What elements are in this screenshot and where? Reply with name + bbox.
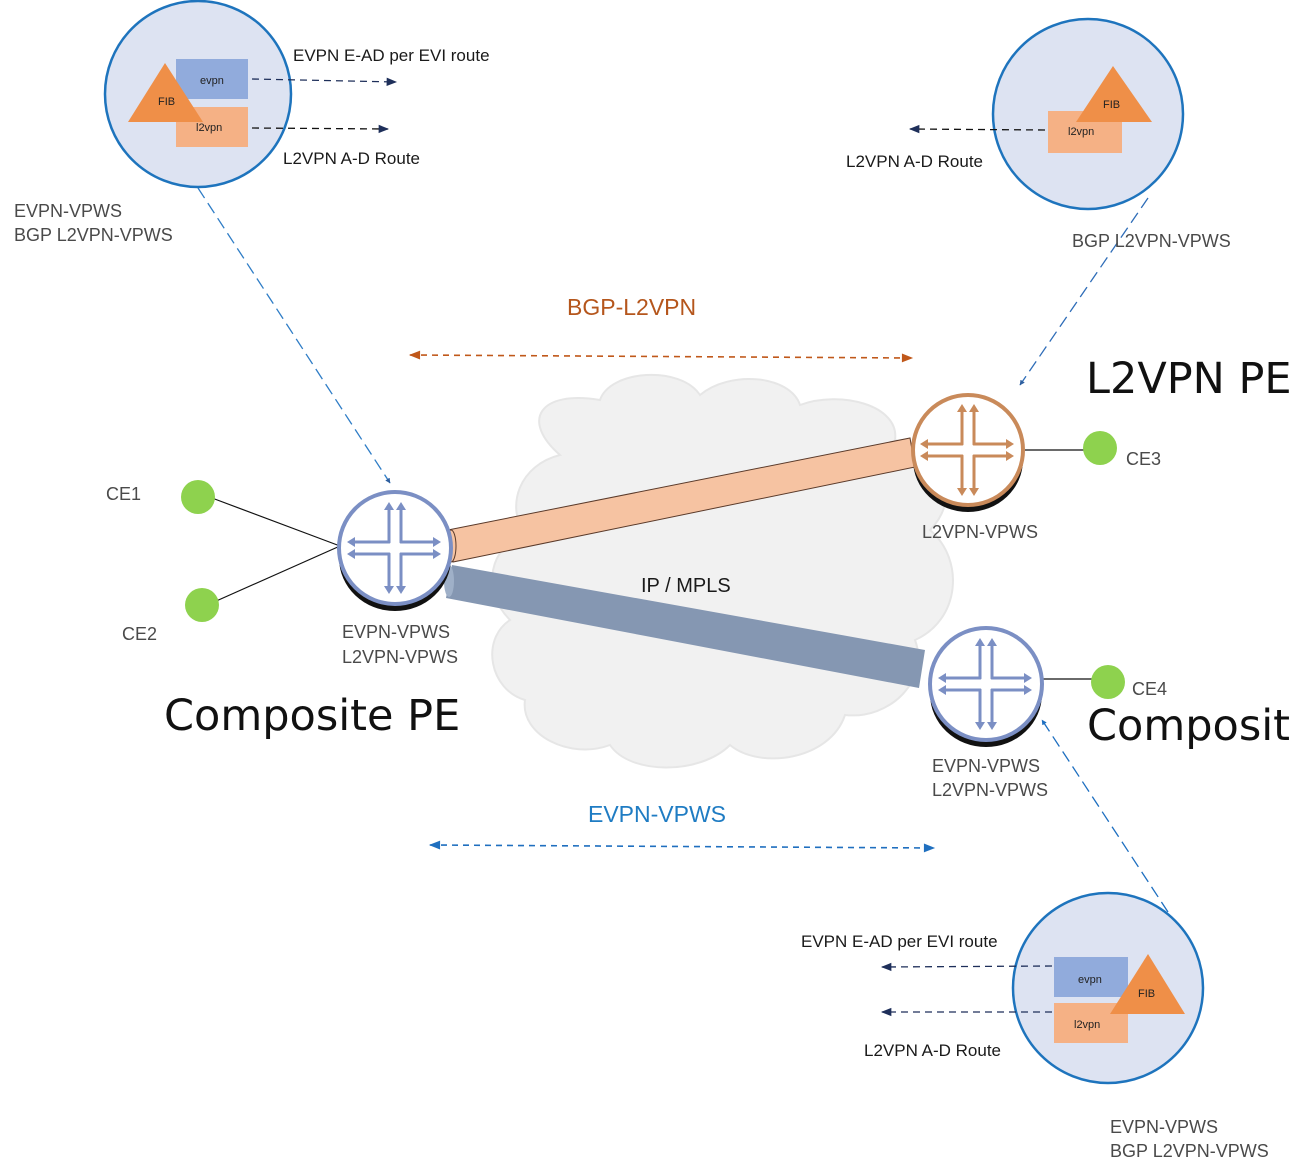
zoom-caption-line1: EVPN-VPWS <box>1110 1117 1218 1137</box>
evpn-box-label: evpn <box>1078 974 1102 986</box>
composit-title: Composit <box>1087 701 1290 751</box>
ip-mpls-label: IP / MPLS <box>641 575 731 597</box>
route-label-evpn: EVPN E-AD per EVI route <box>293 46 490 65</box>
route-arrow <box>908 124 1046 134</box>
zoom-connector-bottom-right <box>1041 719 1169 913</box>
pe3-role-line2: L2VPN-VPWS <box>932 780 1048 800</box>
pe3-role-line1: EVPN-VPWS <box>932 756 1040 776</box>
route-arrow <box>251 124 390 134</box>
cloud-icon <box>491 374 954 769</box>
l2vpn-box-label: l2vpn <box>1074 1019 1100 1031</box>
ce1-node <box>181 480 215 514</box>
evpn-box-label: evpn <box>200 75 224 87</box>
zoom-circle-bottom-right: FIB evpn l2vpn <box>1011 891 1205 1085</box>
ce3-label: CE3 <box>1126 449 1161 469</box>
route-label-l2vpn: L2VPN A-D Route <box>864 1041 1001 1060</box>
ce1-label: CE1 <box>106 484 141 504</box>
route-arrow <box>880 962 1053 972</box>
ce4-node <box>1091 665 1125 699</box>
zoom-caption-line2: BGP L2VPN-VPWS <box>14 225 173 245</box>
route-label-l2vpn: L2VPN A-D Route <box>283 149 420 168</box>
ce4-label: CE4 <box>1132 679 1167 699</box>
ce-links <box>211 449 1097 680</box>
evpn-vpws-arrow <box>428 840 936 853</box>
zoom-connector-top-right <box>1019 197 1149 386</box>
bgp-l2vpn-label: BGP-L2VPN <box>567 294 696 320</box>
route-label-l2vpn: L2VPN A-D Route <box>846 152 983 171</box>
route-label-evpn: EVPN E-AD per EVI route <box>801 932 998 951</box>
zoom-circle-top-right: FIB l2vpn <box>991 17 1185 211</box>
router-icon <box>337 490 453 611</box>
composite-pe-title: Composite PE <box>164 691 460 741</box>
fib-label: FIB <box>1103 99 1120 111</box>
zoom-circle-top-left: FIB evpn l2vpn <box>103 0 293 189</box>
zoom-caption-line1: BGP L2VPN-VPWS <box>1072 231 1231 251</box>
ce2-label: CE2 <box>122 624 157 644</box>
zoom-caption-line2: BGP L2VPN-VPWS <box>1110 1141 1269 1161</box>
pe1-role-line2: L2VPN-VPWS <box>342 647 458 667</box>
l2vpn-pe-title: L2VPN PE <box>1086 354 1292 404</box>
pe2-role-line1: L2VPN-VPWS <box>922 522 1038 542</box>
zoom-connector-left <box>197 187 391 484</box>
zoom-caption-line1: EVPN-VPWS <box>14 201 122 221</box>
router-icon <box>911 393 1025 512</box>
pe1-role-line1: EVPN-VPWS <box>342 622 450 642</box>
fib-label: FIB <box>1138 988 1155 1000</box>
l2vpn-box-label: l2vpn <box>1068 126 1094 138</box>
evpn-vpws-label: EVPN-VPWS <box>588 801 726 827</box>
fib-label: FIB <box>158 96 175 108</box>
bgp-l2vpn-arrow <box>408 350 914 363</box>
l2vpn-box-label: l2vpn <box>196 122 222 134</box>
ce3-node <box>1083 431 1117 465</box>
route-arrow <box>251 77 398 86</box>
ce2-node <box>185 588 219 622</box>
router-icon <box>928 626 1044 747</box>
